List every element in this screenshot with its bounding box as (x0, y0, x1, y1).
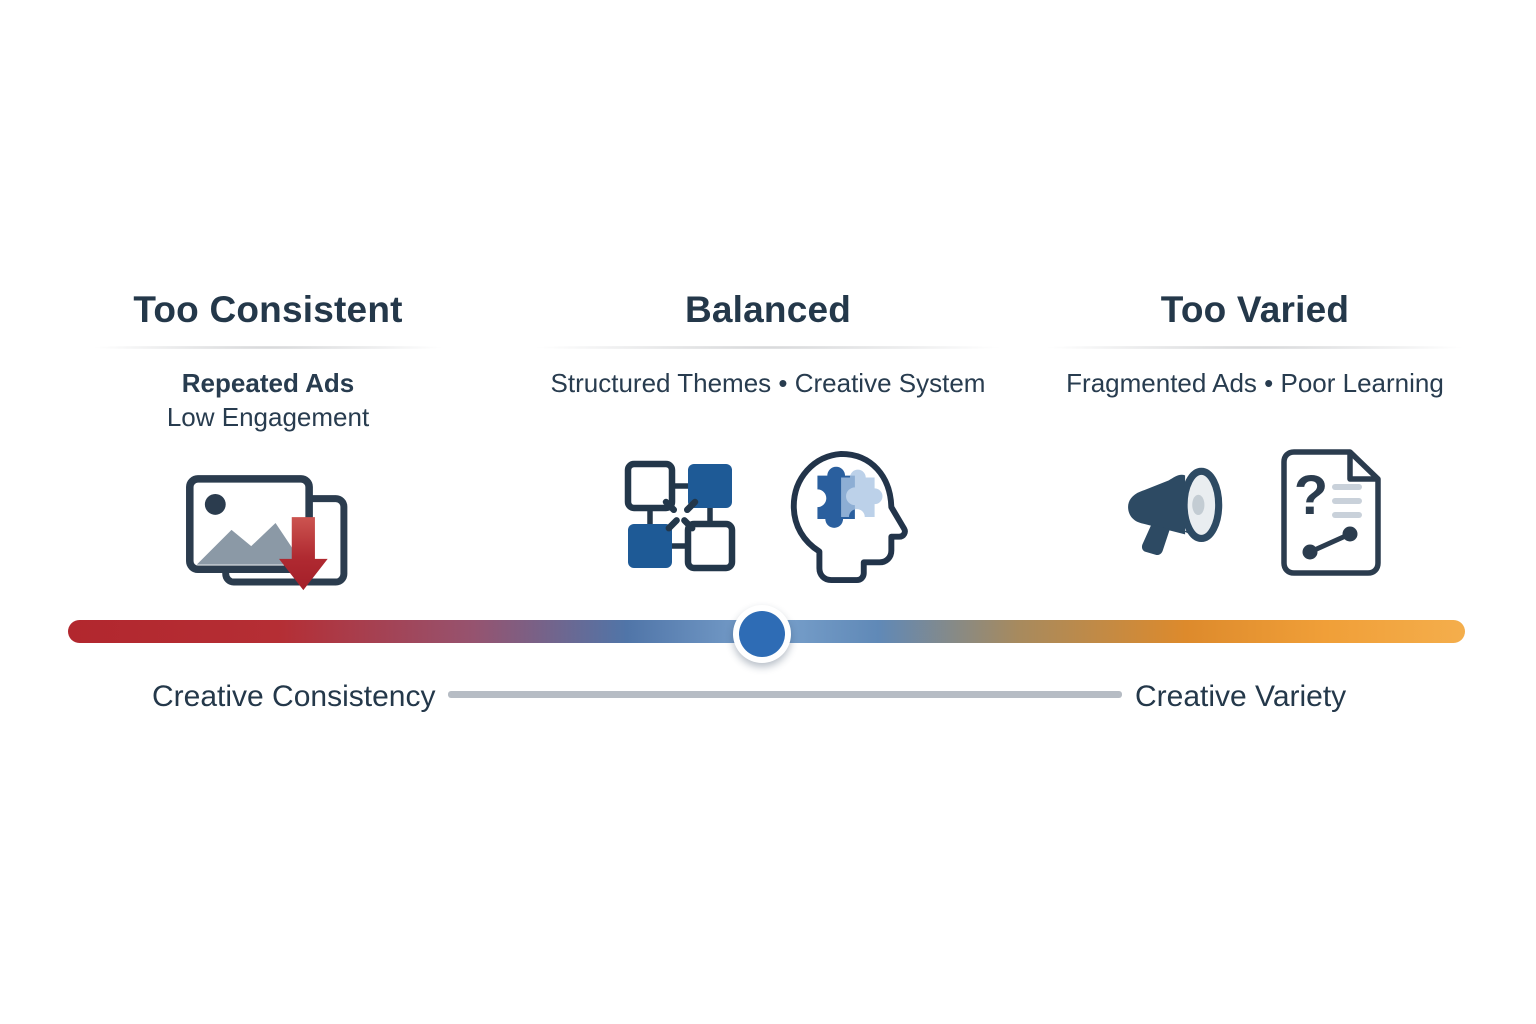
repeated-ads-image-icon (186, 475, 348, 591)
subtitle-line-low-engagement: Low Engagement (166, 402, 370, 432)
subtitle-line-repeated-ads: Repeated Ads (181, 368, 355, 398)
column-title-too-consistent: Too Consistent (133, 289, 403, 330)
column-balanced: Balanced Structured Themes • Creative Sy… (528, 287, 1008, 596)
subtitle-line-structured-themes: Structured Themes • Creative System (550, 368, 986, 398)
axis-connector-line (448, 691, 1122, 698)
svg-text:?: ? (1294, 463, 1328, 526)
icon-row (88, 458, 448, 618)
title-divider (1046, 346, 1464, 349)
column-too-varied: Too Varied Fragmented Ads • Poor Learnin… (1040, 287, 1470, 592)
subtitle-block: Structured Themes • Creative System (528, 366, 1008, 400)
question-document-icon: ? (1281, 449, 1381, 576)
title-divider (93, 346, 443, 349)
megaphone-icon (1128, 467, 1223, 556)
head-puzzle-icon (790, 450, 908, 584)
axis-label-consistency: Creative Consistency (152, 680, 436, 713)
spectrum-slider (68, 605, 1465, 663)
axis-label-variety: Creative Variety (1135, 680, 1347, 713)
title-divider (535, 346, 1001, 349)
icon-row (528, 436, 1008, 596)
column-title-too-varied: Too Varied (1160, 289, 1350, 330)
slider-knob[interactable] (733, 605, 792, 663)
subtitle-block: Fragmented Ads • Poor Learning (1040, 366, 1470, 400)
subtitle-line-fragmented-ads: Fragmented Ads • Poor Learning (1066, 368, 1444, 398)
slider-knob-fill (739, 611, 786, 657)
icon-row: ? (1040, 432, 1470, 592)
column-too-consistent: Too Consistent Repeated Ads Low Engageme… (88, 287, 448, 618)
network-structure-icon (624, 460, 736, 572)
column-title-balanced: Balanced (684, 289, 852, 330)
subtitle-block: Repeated Ads Low Engagement (88, 366, 448, 434)
